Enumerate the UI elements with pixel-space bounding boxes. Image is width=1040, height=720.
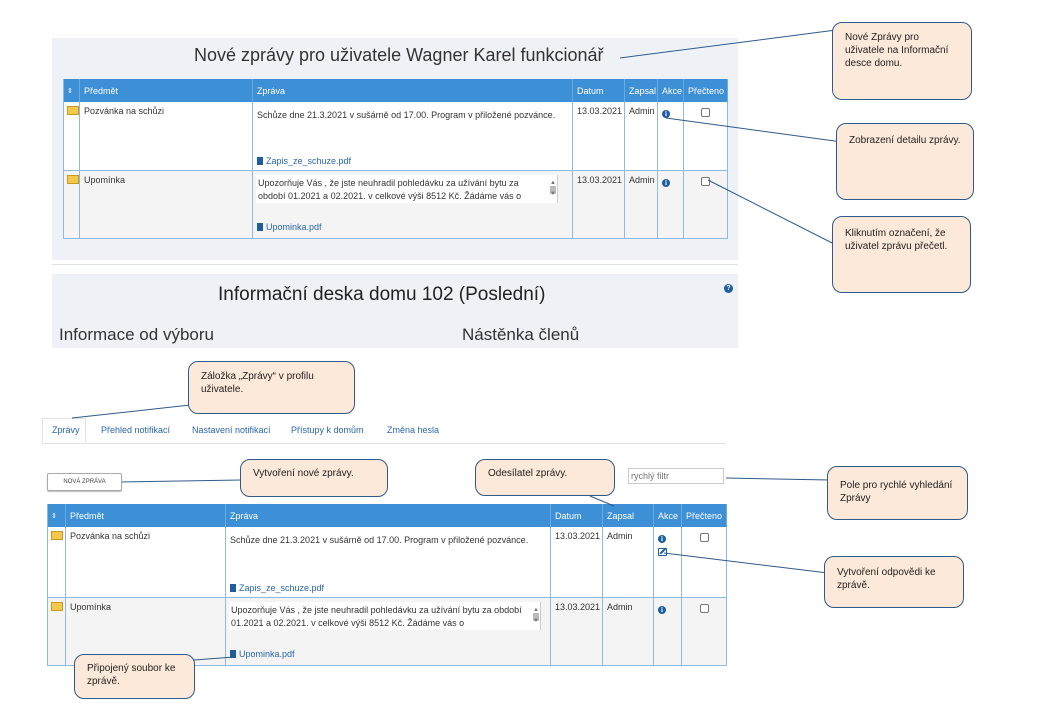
row-author: Admin xyxy=(629,106,655,116)
col-subject[interactable]: Předmět xyxy=(65,504,226,527)
new-messages-table: ⇕ Předmět Zpráva Datum Zapsal Akce Přečt… xyxy=(63,79,728,239)
callout-sender: Odesílatel zprávy. xyxy=(475,459,615,496)
pdf-file-icon xyxy=(230,649,236,658)
attachment-name[interactable]: Upominka.pdf xyxy=(239,648,295,659)
envelope-icon xyxy=(51,531,63,540)
messages-table: ⇕ Předmět Zpráva Datum Zapsal Akce Přečt… xyxy=(47,504,727,666)
table-row[interactable]: Upomínka Upozorňuje Vás , že jste neuhra… xyxy=(47,597,727,666)
table-header-row: ⇕ Předmět Zpráva Datum Zapsal Akce Přečt… xyxy=(47,504,727,527)
row-date: 13.03.2021 xyxy=(577,106,623,116)
callout-new-messages: Nové Zprávy pro uživatele na Informační … xyxy=(832,22,972,100)
info-icon[interactable]: i xyxy=(662,110,670,118)
tab-active-box xyxy=(42,418,86,443)
attachment-name[interactable]: Upominka.pdf xyxy=(266,221,322,232)
col-author[interactable]: Zapsal xyxy=(624,79,658,102)
col-author[interactable]: Zapsal xyxy=(602,504,654,527)
row-date: 13.03.2021 xyxy=(555,601,601,612)
info-icon[interactable]: i xyxy=(658,605,666,614)
table-row[interactable]: Upomínka Upozorňuje Vás , že jste neuhra… xyxy=(63,170,728,239)
board-right-heading: Nástěnka členů xyxy=(462,325,580,344)
col-read: Přečteno xyxy=(681,504,727,527)
scrollbar[interactable]: ▲▼ xyxy=(533,606,539,624)
sort-icon[interactable]: ⇕ xyxy=(63,79,80,102)
attachment-link[interactable]: Zapis_ze_schuze.pdf xyxy=(257,156,351,166)
callout-reply: Vytvoření odpovědi ke zprávě. xyxy=(824,556,964,608)
tab-zpravy[interactable]: Zprávy xyxy=(52,425,80,435)
col-message[interactable]: Zpráva xyxy=(252,79,573,102)
edit-icon[interactable] xyxy=(658,547,667,556)
new-message-label: NOVÁ ZPRÁVA xyxy=(63,479,106,485)
board-divider xyxy=(52,264,738,265)
board-title: Informační deska domu 102 (Poslední) xyxy=(218,284,546,305)
callout-mark-read: Kliknutím označení, že uživatel zprávu p… xyxy=(832,216,971,293)
callout-create-message: Vytvoření nové zprávy. xyxy=(240,459,388,497)
row-date: 13.03.2021 xyxy=(577,174,623,185)
message-scrollbox[interactable]: Upozorňuje Vás , že jste neuhradil pohle… xyxy=(229,601,541,630)
row-subject: Pozvánka na schůzi xyxy=(70,531,151,541)
row-subject: Upomínka xyxy=(70,601,112,612)
tab-zmena-hesla[interactable]: Změna hesla xyxy=(387,425,440,435)
message-scrollbox[interactable]: Upozorňuje Vás , že jste neuhradil pohle… xyxy=(256,174,558,203)
row-message: Schůze dne 21.3.2021 v sušárně od 17.00.… xyxy=(230,535,529,545)
info-icon[interactable]: i xyxy=(662,178,670,187)
col-date[interactable]: Datum xyxy=(550,504,603,527)
col-date[interactable]: Datum xyxy=(572,79,625,102)
pdf-file-icon xyxy=(257,222,263,231)
col-message[interactable]: Zpráva xyxy=(225,504,551,527)
attachment-link[interactable]: Upominka.pdf xyxy=(230,649,295,659)
envelope-icon xyxy=(51,601,63,611)
pdf-file-icon xyxy=(257,156,263,165)
scrollbar[interactable]: ▲▼ xyxy=(550,179,556,197)
row-author: Admin xyxy=(629,174,655,185)
row-message: Upozorňuje Vás , že jste neuhradil pohle… xyxy=(231,604,522,628)
col-read: Přečteno xyxy=(683,79,728,102)
envelope-icon xyxy=(67,174,79,184)
col-action: Akce xyxy=(657,79,684,102)
row-subject: Pozvánka na schůzi xyxy=(84,106,165,116)
pdf-file-icon xyxy=(230,583,236,592)
callout-attachment: Připojený soubor ke zprávě. xyxy=(74,654,195,699)
row-date: 13.03.2021 xyxy=(555,531,601,541)
callout-messages-tab: Záložka „Zprávy“ v profilu uživatele. xyxy=(188,361,355,414)
new-message-button[interactable]: NOVÁ ZPRÁVA xyxy=(47,473,122,491)
help-icon[interactable]: ? xyxy=(724,284,733,293)
row-subject: Upomínka xyxy=(84,174,126,185)
callout-message-detail: Zobrazení detailu zprávy. xyxy=(836,123,974,200)
row-message: Schůze dne 21.3.2021 v sušárně od 17.00.… xyxy=(257,110,556,120)
attachment-name[interactable]: Zapis_ze_schuze.pdf xyxy=(239,582,325,593)
tabs-bar xyxy=(42,443,726,444)
tab-prehled-notifikaci[interactable]: Přehled notifikací xyxy=(101,425,171,435)
new-messages-title: Nové zprávy pro uživatele Wagner Karel f… xyxy=(194,45,604,65)
callout-quick-filter: Pole pro rychlé vyhledání Zprávy xyxy=(827,466,968,520)
attachment-link[interactable]: Upominka.pdf xyxy=(257,222,322,232)
row-author: Admin xyxy=(607,531,633,541)
col-action: Akce xyxy=(653,504,682,527)
help-glyph: ? xyxy=(726,285,731,292)
col-subject[interactable]: Předmět xyxy=(79,79,253,102)
envelope-icon xyxy=(67,106,79,115)
row-author: Admin xyxy=(607,601,633,612)
table-row[interactable]: Pozvánka na schůzi Schůze dne 21.3.2021 … xyxy=(63,102,728,171)
tab-nastaveni-notifikaci[interactable]: Nastavení notifikací xyxy=(192,425,271,435)
table-row[interactable]: Pozvánka na schůzi Schůze dne 21.3.2021 … xyxy=(47,527,727,598)
information-board-panel xyxy=(52,274,738,348)
info-icon[interactable]: i xyxy=(658,535,666,543)
board-left-heading: Informace od výboru xyxy=(59,325,214,344)
attachment-name[interactable]: Zapis_ze_schuze.pdf xyxy=(266,155,352,166)
table-header-row: ⇕ Předmět Zpráva Datum Zapsal Akce Přečt… xyxy=(63,79,728,102)
quick-filter-input[interactable] xyxy=(628,468,724,484)
read-checkbox[interactable] xyxy=(699,603,709,613)
row-message: Upozorňuje Vás , že jste neuhradil pohle… xyxy=(258,177,522,201)
read-checkbox[interactable] xyxy=(699,533,709,542)
tab-pristupy-k-domum[interactable]: Přístupy k domům xyxy=(291,425,364,435)
attachment-link[interactable]: Zapis_ze_schuze.pdf xyxy=(230,583,324,593)
read-checkbox[interactable] xyxy=(701,108,710,117)
sort-icon[interactable]: ⇕ xyxy=(47,504,66,527)
